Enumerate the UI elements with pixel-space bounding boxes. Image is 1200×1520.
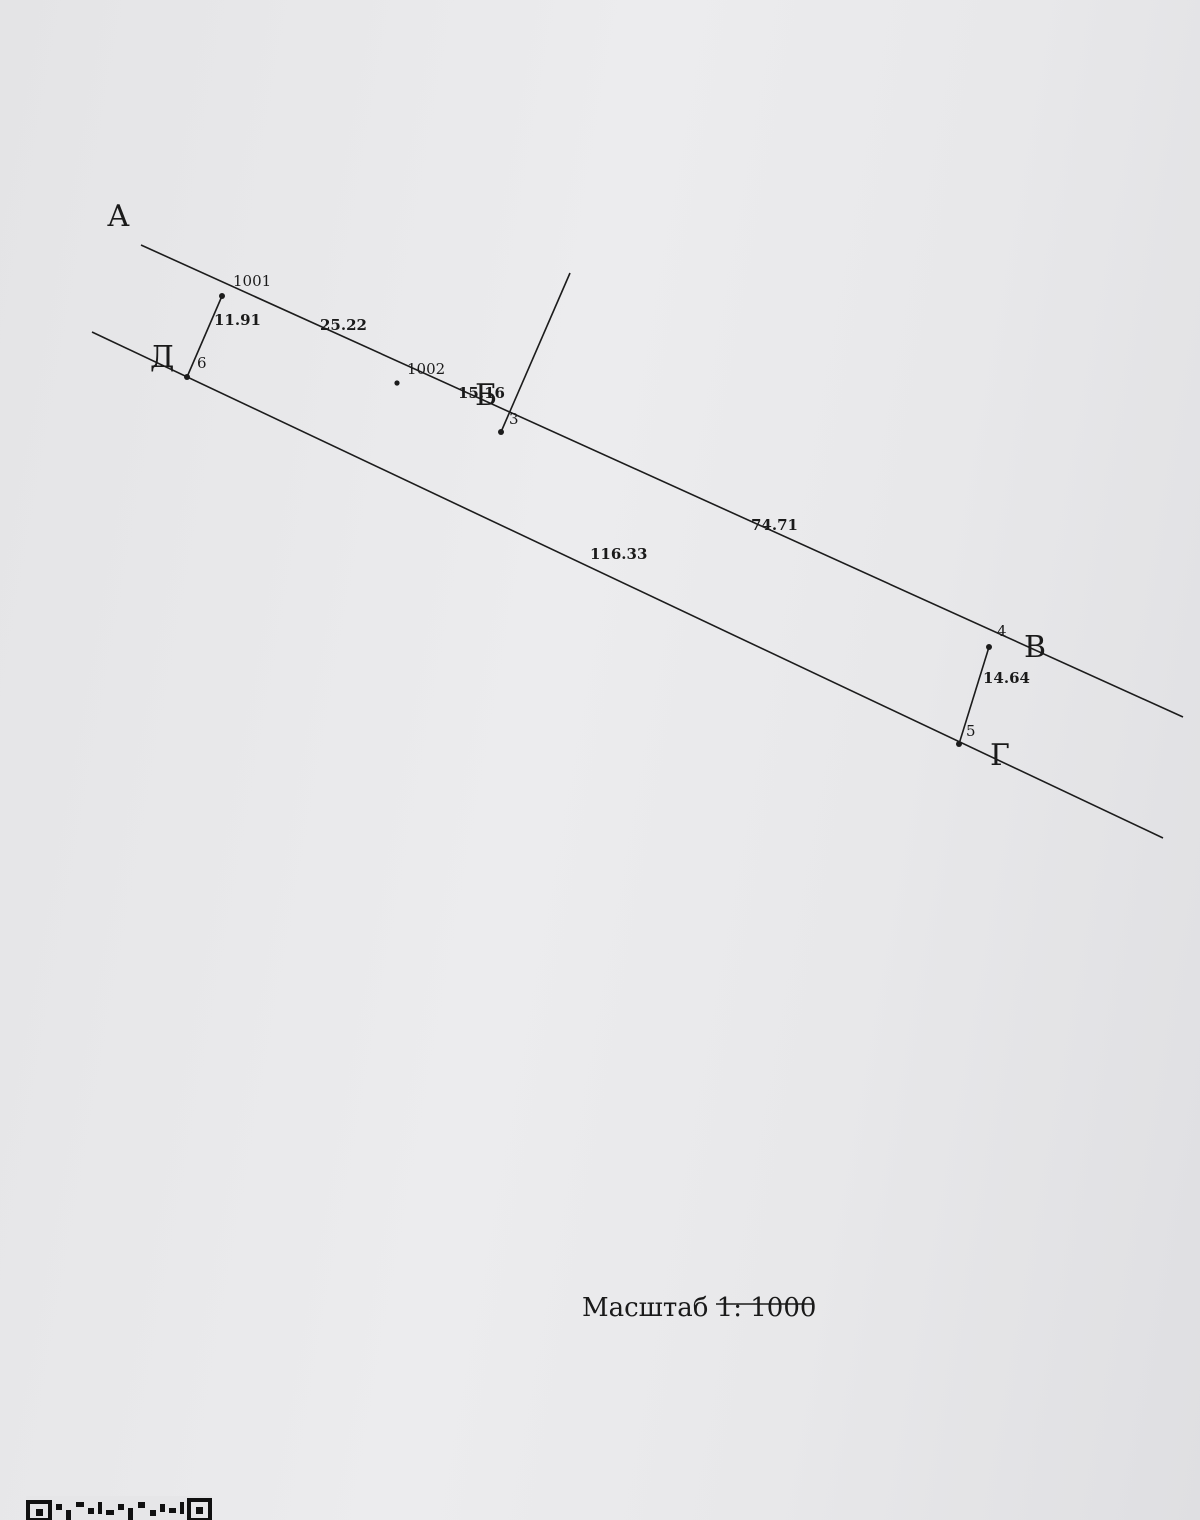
dimension-6-1001: 11.91 <box>214 311 261 329</box>
scale-caption: Масштаб 1: 1000 <box>582 1293 816 1323</box>
upper-boundary-line <box>140 244 1184 718</box>
lower-boundary-line <box>91 331 1164 839</box>
point-number-5: 5 <box>966 722 976 740</box>
corner-label-b: Б <box>475 378 497 413</box>
point-number-1002: 1002 <box>407 360 445 378</box>
point-number-4: 4 <box>997 622 1007 640</box>
corner-label-v: В <box>1024 630 1046 665</box>
scale-label: Масштаб <box>582 1293 708 1323</box>
dimension-3-4: 74.71 <box>751 516 798 534</box>
corner-label-g: Г <box>990 738 1010 773</box>
point-number-6: 6 <box>197 354 207 372</box>
point-1002-marker <box>394 380 400 386</box>
point-number-3: 3 <box>509 410 519 428</box>
point-6-marker <box>184 374 190 380</box>
point-3-marker <box>498 429 504 435</box>
point-4-marker <box>986 644 992 650</box>
point-number-1001: 1001 <box>233 272 271 290</box>
dimension-1002-3: 15.16 <box>458 384 505 402</box>
scale-value: 1: 1000 <box>717 1293 817 1323</box>
qr-code <box>26 1496 212 1520</box>
point-5-marker <box>956 741 962 747</box>
left-side-line <box>186 295 223 378</box>
dimension-4-5: 14.64 <box>983 669 1030 687</box>
right-side-line <box>958 646 990 745</box>
cross-line-b <box>500 272 571 433</box>
corner-label-a: А <box>107 199 130 234</box>
dimension-1001-1002: 25.22 <box>320 316 367 334</box>
dimension-6-5: 116.33 <box>590 545 647 563</box>
point-1001-marker <box>219 293 225 299</box>
corner-label-d: Д <box>150 340 174 375</box>
